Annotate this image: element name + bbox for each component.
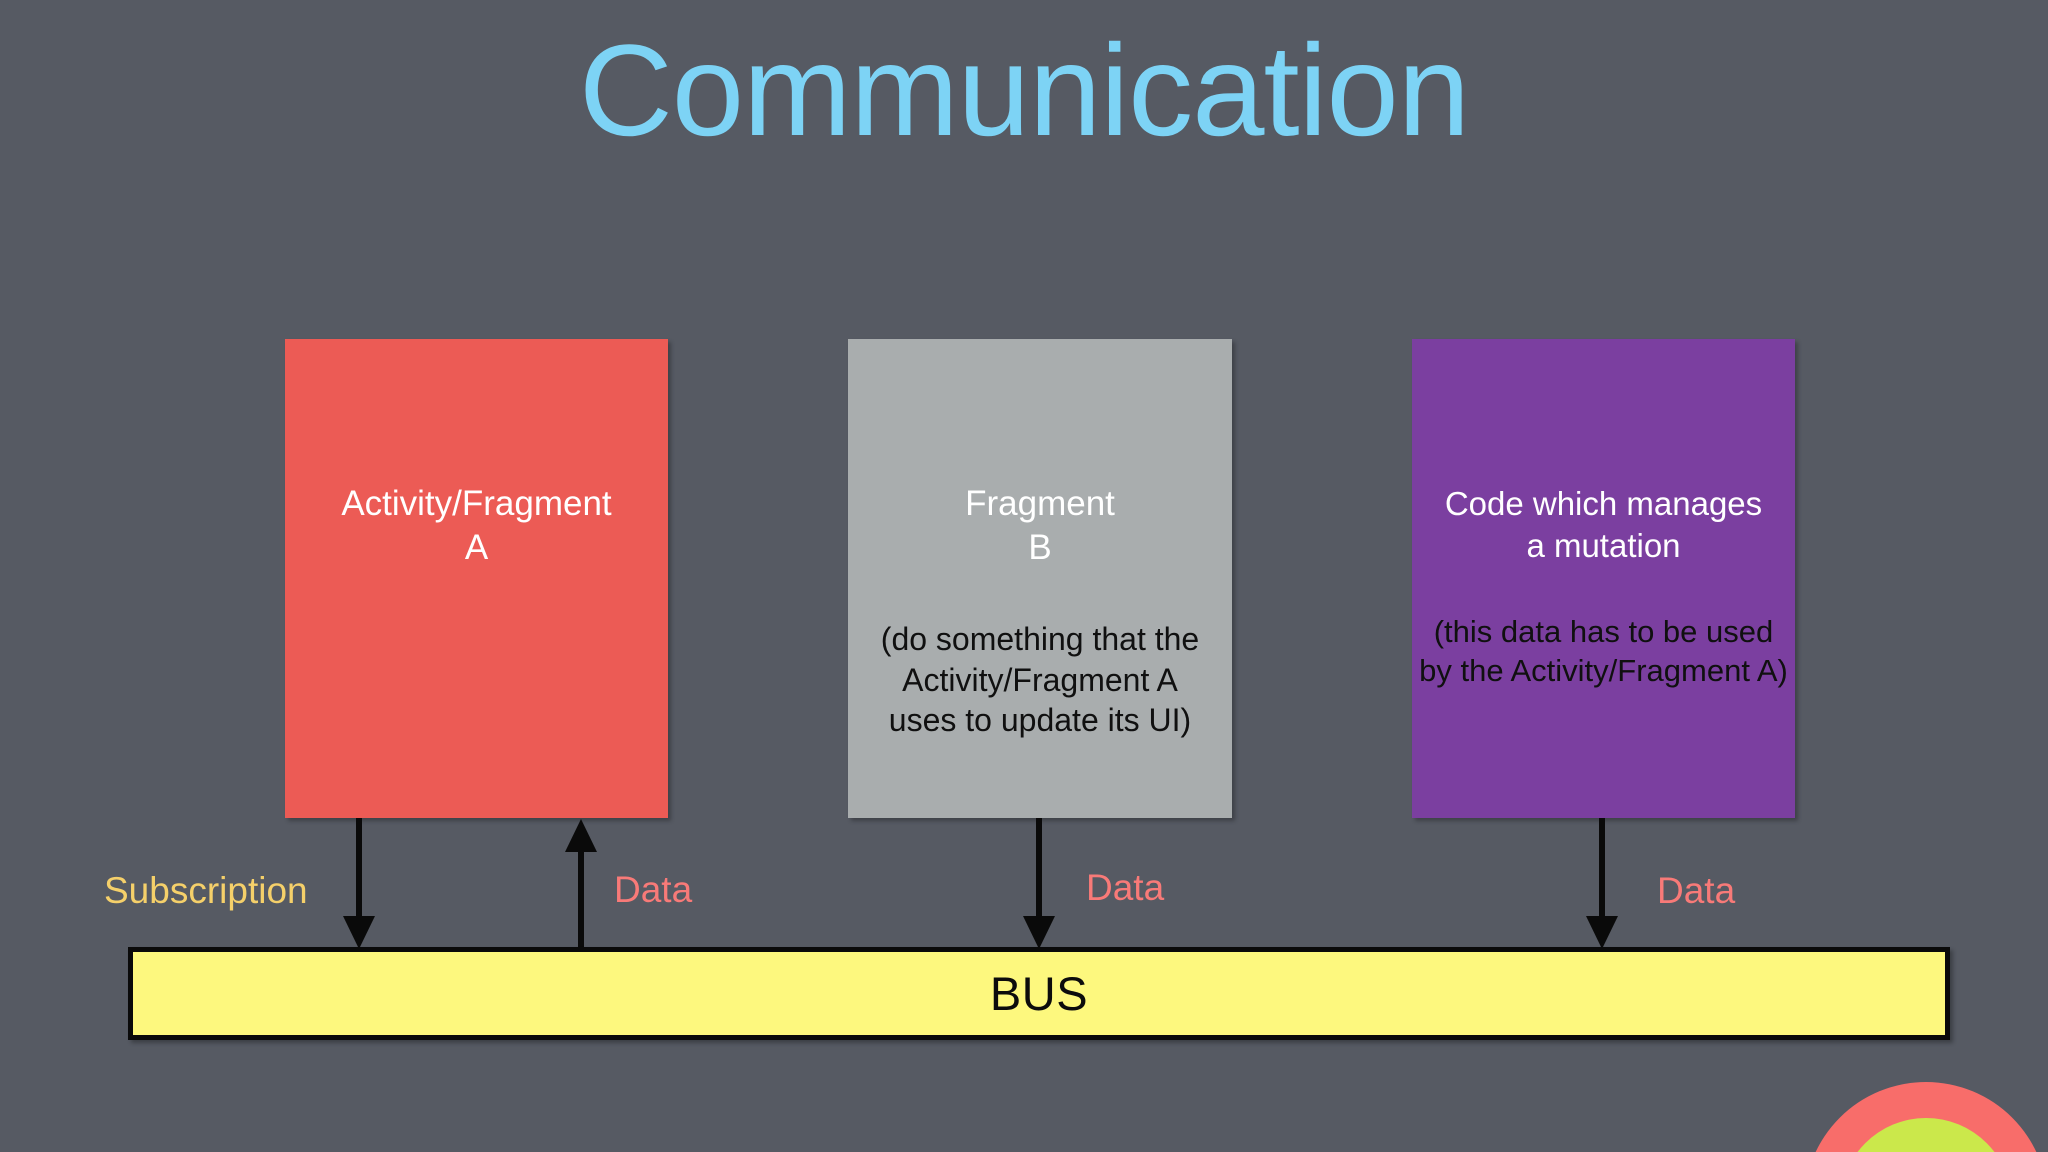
edge-label-data-a: Data — [614, 869, 693, 910]
bus-label: BUS — [989, 967, 1089, 1020]
rainbow-ring-outer — [1804, 1082, 2048, 1152]
node-fragment-b[interactable]: Fragment B (do something that the Activi… — [848, 339, 1232, 818]
edge-label-data-c: Data — [1657, 870, 1736, 911]
arrow-data-up-a — [565, 819, 597, 950]
arrow-subscription-down — [343, 818, 375, 949]
edge-label-data-b: Data — [1086, 867, 1165, 908]
node-activity-fragment-a[interactable]: Activity/Fragment A — [285, 339, 668, 818]
rainbow-ring-middle — [1840, 1118, 2012, 1152]
node-mutation-code[interactable]: Code which manages a mutation (this data… — [1412, 339, 1795, 818]
arrow-data-down-b — [1023, 818, 1055, 949]
node-b-heading: Fragment B — [965, 484, 1115, 568]
bus-bar[interactable]: BUS — [128, 947, 1950, 1040]
edge-label-subscription: Subscription — [104, 870, 308, 911]
arrow-data-down-c — [1586, 818, 1618, 949]
node-a-heading: Activity/Fragment A — [341, 484, 612, 568]
rainbow-arc-icon — [1804, 1082, 2048, 1152]
page-title: Communication — [578, 17, 1470, 163]
node-b-note: (do something that the Activity/Fragment… — [880, 620, 1200, 739]
node-c-heading: Code which manages a mutation — [1444, 485, 1763, 564]
node-c-note: (this data has to be used by the Activit… — [1419, 613, 1788, 689]
